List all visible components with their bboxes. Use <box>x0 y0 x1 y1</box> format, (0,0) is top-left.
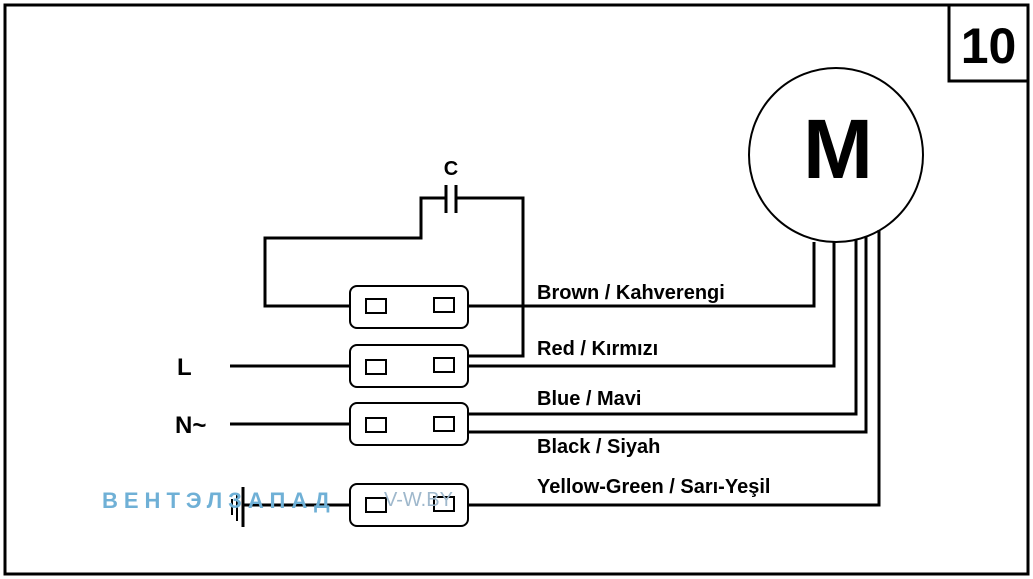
watermark-brand: ВЕНТЭЛЗАПАД <box>102 488 336 513</box>
motor-icon: M <box>748 67 924 243</box>
wire-label-black: Black / Siyah <box>537 436 660 458</box>
capacitor-wire-left <box>263 196 446 308</box>
terminal-block-icon <box>349 344 469 388</box>
capacitor-label: C <box>444 158 458 180</box>
watermark-url: V-W.BY <box>384 489 453 511</box>
terminal-label-live: L <box>177 354 192 381</box>
wire-brown <box>468 242 816 308</box>
motor-label: M <box>803 102 873 196</box>
page-number-box: 10 <box>947 3 1030 83</box>
terminal-block-icon <box>349 285 469 329</box>
wire-yellow-green <box>468 230 881 507</box>
wire-label-red: Red / Kırmızı <box>537 338 658 360</box>
wire-label-yellow-green: Yellow-Green / Sarı-Yeşil <box>537 476 770 498</box>
page-number: 10 <box>961 18 1017 74</box>
capacitor-wire-right <box>456 196 525 358</box>
wire-label-brown: Brown / Kahverengi <box>537 282 725 304</box>
capacitor-icon: C <box>444 158 458 213</box>
wire-red <box>468 242 836 368</box>
wire-label-blue: Blue / Mavi <box>537 388 641 410</box>
terminal-block-icon <box>349 483 469 527</box>
terminal-block-icon <box>349 402 469 446</box>
diagram-frame <box>3 3 1030 576</box>
ground-icon <box>231 487 245 527</box>
wire-blue <box>468 240 858 416</box>
wire-black <box>468 236 868 434</box>
terminal-label-neutral: N~ <box>175 412 206 439</box>
